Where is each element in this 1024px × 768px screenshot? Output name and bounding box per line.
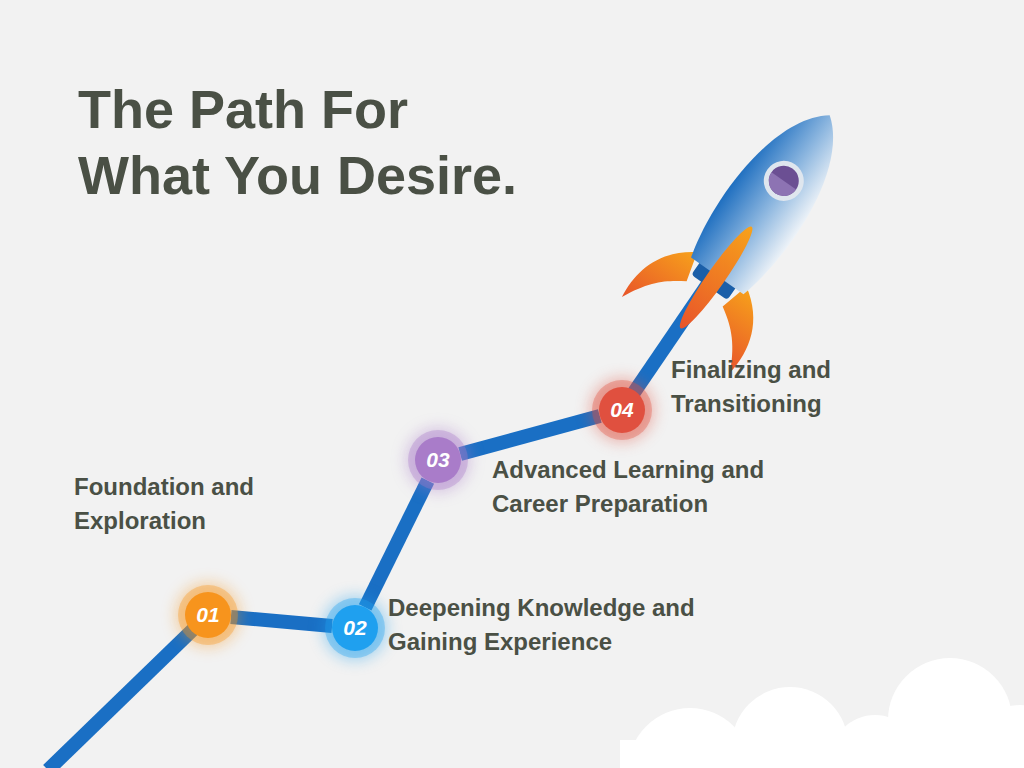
- step-circle: 01Foundation and Exploration: [185, 592, 231, 638]
- step-number: 02: [332, 605, 378, 651]
- step-circle: 02Deepening Knowledge and Gaining Experi…: [332, 605, 378, 651]
- path-segment: [460, 416, 600, 454]
- path-segment: [365, 481, 428, 608]
- step-circle: 03Advanced Learning and Career Preparati…: [415, 437, 461, 483]
- step-label: Deepening Knowledge and Gaining Experien…: [388, 591, 728, 659]
- step-number: 03: [415, 437, 461, 483]
- path-segment: [231, 617, 332, 626]
- step-label: Finalizing and Transitioning: [671, 353, 881, 421]
- step-number: 04: [599, 387, 645, 433]
- step-number: 01: [185, 592, 231, 638]
- step-circle: 04Finalizing and Transitioning: [599, 387, 645, 433]
- step-label: Foundation and Exploration: [74, 470, 314, 538]
- step-label: Advanced Learning and Career Preparation: [492, 453, 802, 521]
- path-start-line: [48, 615, 208, 768]
- rocket: [621, 77, 884, 373]
- cloud: [620, 658, 1024, 768]
- diagram-title: The Path For What You Desire.: [78, 76, 538, 208]
